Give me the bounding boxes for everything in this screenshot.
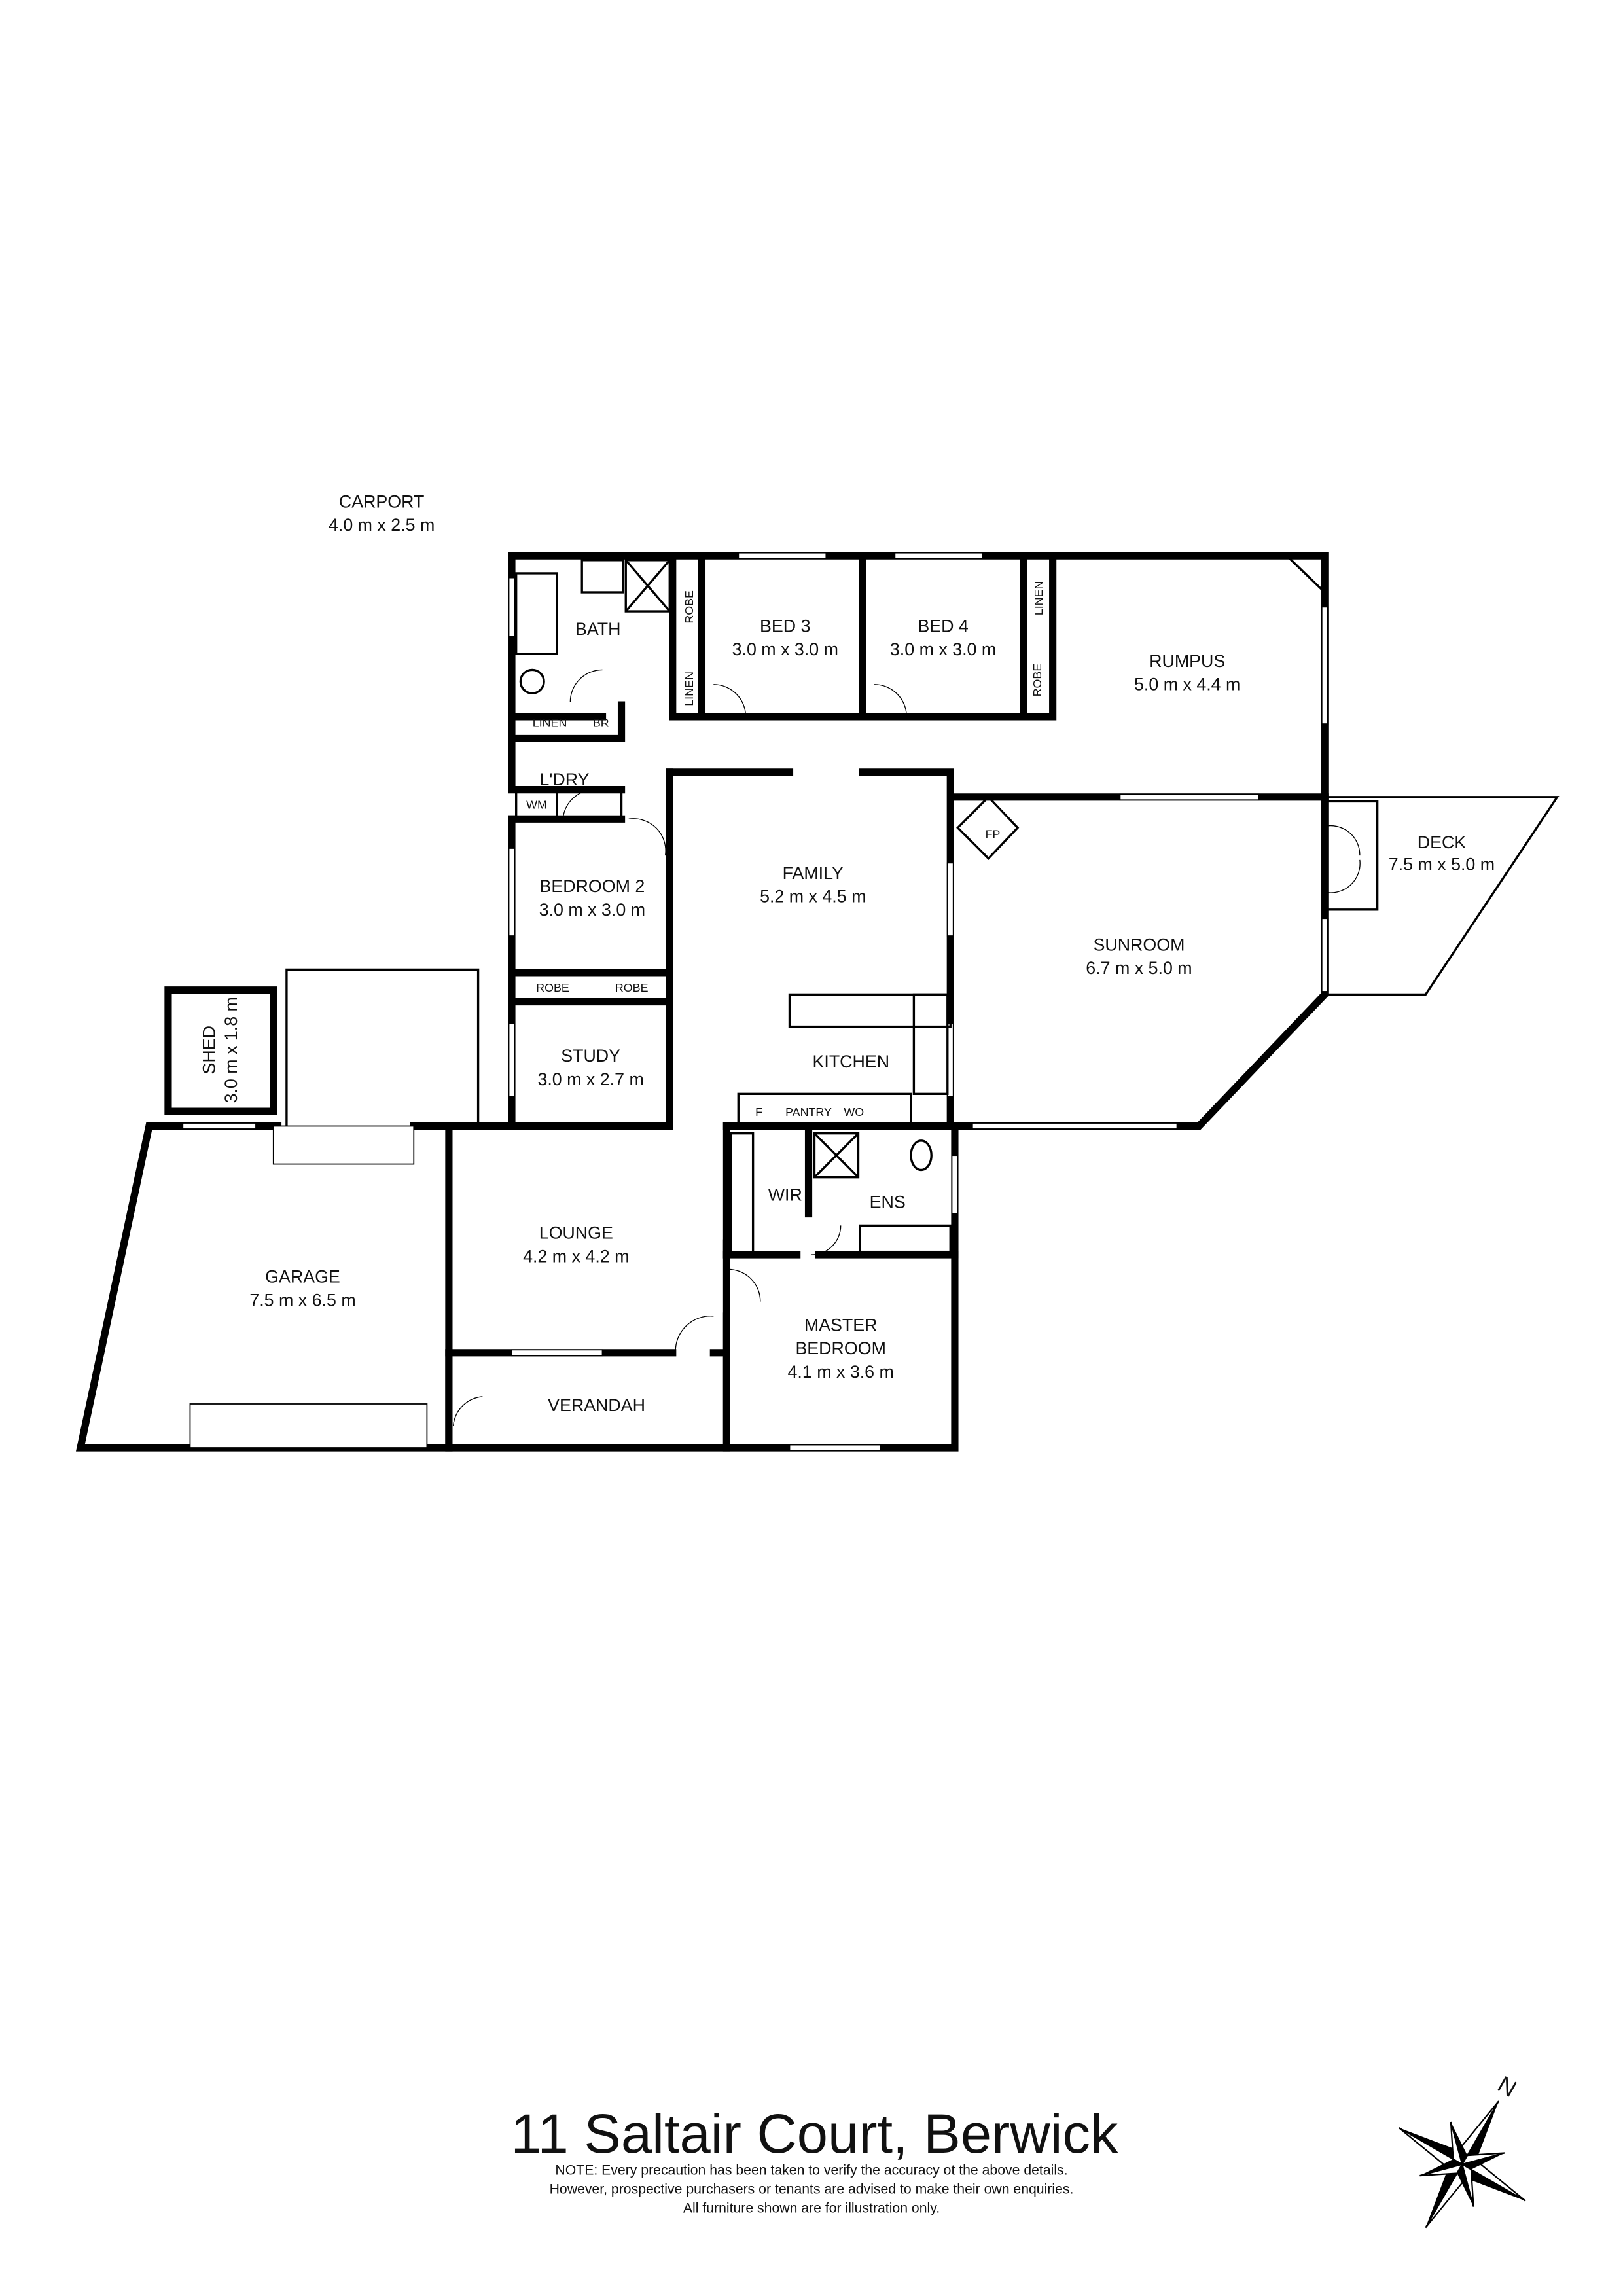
robe-label: ROBE (683, 590, 696, 624)
disclaimer-line-2: However, prospective purchasers or tenan… (550, 2181, 1074, 2197)
room-label-bed4: BED 4 (918, 616, 969, 636)
windows (182, 552, 1329, 1452)
room-label-ens: ENS (870, 1193, 906, 1212)
room-label-verandah: VERANDAH (548, 1395, 645, 1415)
room-size-carport: 4.0 m x 2.5 m (329, 515, 435, 535)
room-label-bed3: BED 3 (760, 616, 810, 636)
doors (452, 669, 1361, 1426)
property-address-title: 11 Saltair Court, Berwick (511, 2102, 1118, 2164)
shower (624, 559, 671, 613)
fixtures (515, 559, 1020, 1256)
compass-rose-icon: N (1398, 2071, 1526, 2229)
wo-label: WO (844, 1105, 864, 1119)
disclaimer-line-3: All furniture shown are for illustration… (683, 2201, 940, 2216)
carport-outline (285, 968, 480, 1126)
room-size-family: 5.2 m x 4.5 m (760, 887, 866, 906)
compass-north-label: N (1493, 2071, 1521, 2102)
room-size-study: 3.0 m x 2.7 m (537, 1069, 643, 1089)
wm-label: WM (526, 798, 547, 812)
room-size-lounge: 4.2 m x 4.2 m (523, 1246, 629, 1266)
fp-label: FP (986, 827, 1001, 840)
shed-label-group: SHED 3.0 m x 1.8 m (199, 997, 241, 1103)
vanity (580, 559, 624, 594)
room-label-bath: BATH (575, 619, 620, 639)
deck-outline (1325, 796, 1560, 996)
room-label-kitchen: KITCHEN (813, 1052, 890, 1071)
robe-label: ROBE (1031, 664, 1044, 697)
pantry-label: PANTRY (785, 1105, 832, 1119)
room-size-garage: 7.5 m x 6.5 m (249, 1290, 355, 1310)
room-label-family: FAMILY (783, 863, 844, 883)
bathtub (515, 572, 558, 655)
room-label-rumpus: RUMPUS (1149, 651, 1225, 671)
room-label-master: MASTER (804, 1315, 878, 1335)
br-label: BR (593, 717, 609, 730)
room-size-master: 4.1 m x 3.6 m (788, 1362, 894, 1382)
robe-label: ROBE (536, 981, 569, 994)
disclaimer-line-1: NOTE: Every precaution has been taken to… (555, 2162, 1067, 2178)
room-label-garage: GARAGE (265, 1267, 340, 1287)
robe-label: ROBE (615, 981, 649, 994)
room-label-lounge: LOUNGE (539, 1223, 613, 1243)
room-label-carport-visible: CARPORT (339, 492, 425, 511)
room-label-wir: WIR (768, 1185, 802, 1204)
room-label-master-2: BEDROOM (795, 1338, 885, 1358)
room-size-rumpus: 5.0 m x 4.4 m (1134, 675, 1240, 694)
room-label-study: STUDY (561, 1046, 620, 1066)
room-size-sunroom: 6.7 m x 5.0 m (1086, 958, 1192, 978)
room-size-bed4: 3.0 m x 3.0 m (890, 639, 996, 659)
fridge-label: F (755, 1105, 762, 1119)
linen-label: LINEN (1032, 581, 1045, 616)
room-size-bed3: 3.0 m x 3.0 m (732, 639, 838, 659)
room-label-laundry: L'DRY (539, 770, 589, 789)
linen-label: LINEN (683, 672, 696, 706)
linen-label: LINEN (533, 717, 567, 730)
room-size-deck: 7.5 m x 5.0 m (1389, 854, 1495, 874)
room-label-sunroom: SUNROOM (1093, 935, 1185, 954)
room-size-shed: 3.0 m x 1.8 m (221, 997, 241, 1103)
room-size-bedroom2: 3.0 m x 3.0 m (539, 900, 645, 920)
room-label-deck: DECK (1418, 833, 1467, 852)
room-label-bedroom2: BEDROOM 2 (539, 876, 645, 896)
room-label-shed: SHED (199, 1026, 219, 1074)
